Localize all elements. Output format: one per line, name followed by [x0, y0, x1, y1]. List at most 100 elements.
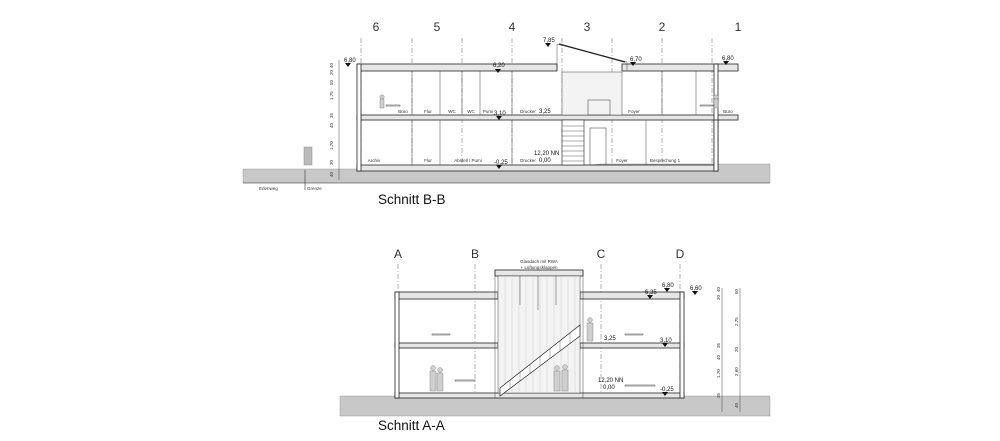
boundary-label: Grenze [307, 186, 322, 191]
elevation-label: 6,20 [493, 63, 505, 69]
desk [385, 104, 401, 107]
elevation-label: 6,35 [645, 290, 657, 296]
wall-left [394, 291, 400, 399]
elevation-marker [647, 295, 653, 299]
elevation-label: 6,80 [662, 283, 674, 289]
dimension-label: 2,75 [734, 317, 739, 326]
ground-terrain [339, 395, 771, 417]
dimension-label: 50 [734, 288, 739, 294]
elevation-label: 6,60 [690, 286, 702, 292]
roof-slab-left [356, 63, 558, 72]
axis-label-4: 4 [509, 20, 516, 34]
desk [431, 333, 451, 336]
room-label: Foyer [628, 109, 640, 114]
elevation-label: 0,00 [603, 385, 615, 391]
room-label: Büro [398, 109, 408, 114]
reception-desk [454, 379, 476, 382]
elevation-label: 3,25 [539, 109, 551, 115]
ground-floor-slab [356, 164, 718, 172]
room-label: WC [448, 109, 456, 114]
wall-right [679, 291, 685, 399]
room-label: Büro [723, 109, 733, 114]
dimension-label: 40 [329, 62, 334, 68]
desk [624, 333, 644, 336]
person-figure [379, 94, 385, 100]
dimension-label: 40 [329, 122, 334, 128]
room-label: Flur [424, 109, 432, 114]
axis-label-6: 6 [373, 20, 380, 34]
dimension-label: 40 [329, 171, 334, 177]
elevation-label: 0,00 [539, 158, 551, 164]
room-label: Foyer [616, 158, 628, 163]
person-figure [587, 317, 593, 323]
ground-floor-slab [394, 392, 685, 399]
dimension-label: 35 [716, 392, 721, 398]
room-label: Besprechung 1 [650, 158, 681, 163]
elevation-marker [630, 62, 636, 66]
elevation-label: 6,80 [344, 58, 356, 64]
elevation-label: -0,25 [494, 160, 508, 166]
room-label: Drucker [520, 158, 536, 163]
dimension-label: 40 [734, 402, 739, 408]
stair-steps [562, 125, 584, 162]
dimension-label: 20 [734, 346, 739, 352]
section-title: Schnitt A-A [378, 418, 445, 433]
gallery-railing [587, 99, 611, 116]
elevation-marker [662, 343, 668, 347]
upper-floor-slab [356, 114, 739, 121]
room-label: Pumi [483, 109, 493, 114]
room-label: Drucker [520, 109, 536, 114]
elevation-marker [496, 165, 502, 169]
elevation-label: -0,25 [660, 387, 674, 393]
person-figure [436, 372, 444, 392]
stair-steps [509, 333, 571, 389]
glass-roof [558, 43, 626, 63]
upper-floor-slab-left [394, 342, 499, 349]
person-figure [713, 94, 719, 100]
dimension-label: 35 [716, 342, 721, 348]
roof-slab-right [579, 291, 685, 300]
wall-left [356, 63, 362, 172]
dimension-label: 50 [329, 79, 334, 85]
room-label: Archiv [368, 158, 381, 163]
person-figure [561, 369, 569, 392]
axis-label-1: 1 [735, 20, 742, 34]
room-label: Abstell / Pumi [454, 158, 482, 163]
elevation-label: 3,10 [494, 111, 506, 117]
stair-roof-outline [556, 43, 628, 71]
dimension-label: 30 [329, 159, 334, 165]
person-figure [562, 364, 568, 370]
dimension-label: 1.70 [716, 369, 721, 378]
axis-label-c: C [597, 247, 606, 261]
axis-label-2: 2 [659, 20, 666, 34]
elevation-marker [345, 63, 351, 67]
elevation-marker [545, 43, 551, 47]
roof-slab-right [621, 63, 739, 72]
dimension-label: 35 [329, 112, 334, 118]
stair-void [561, 71, 623, 116]
elevation-label: 7,85 [543, 38, 555, 44]
person-figure [713, 98, 719, 109]
dimension-label: 40 [716, 286, 721, 292]
elevation-label: 12,20 NN [534, 151, 559, 157]
elevation-marker [495, 69, 501, 73]
elevation-marker [664, 288, 670, 292]
elevation-marker [692, 291, 698, 295]
axis-label-5: 5 [434, 20, 441, 34]
elevation-marker [496, 116, 502, 120]
axis-label-b: B [471, 247, 479, 261]
person-figure [437, 367, 443, 373]
room-label: Flur [424, 158, 432, 163]
roof-note: + Lüftungsklappen [521, 265, 558, 270]
roof-note: Glasdach mit RWA [520, 259, 558, 264]
dimension-label: 20 [329, 69, 334, 75]
elevation-label: 3,25 [604, 336, 616, 342]
person-figure [554, 365, 560, 371]
elevation-marker [662, 392, 668, 396]
elevation-label: 3,10 [660, 338, 672, 344]
person-figure [379, 98, 385, 109]
section-title: Schnitt B-B [378, 192, 446, 207]
elevation-label: 6,80 [722, 56, 734, 62]
section-aa: A B C D [339, 247, 771, 433]
